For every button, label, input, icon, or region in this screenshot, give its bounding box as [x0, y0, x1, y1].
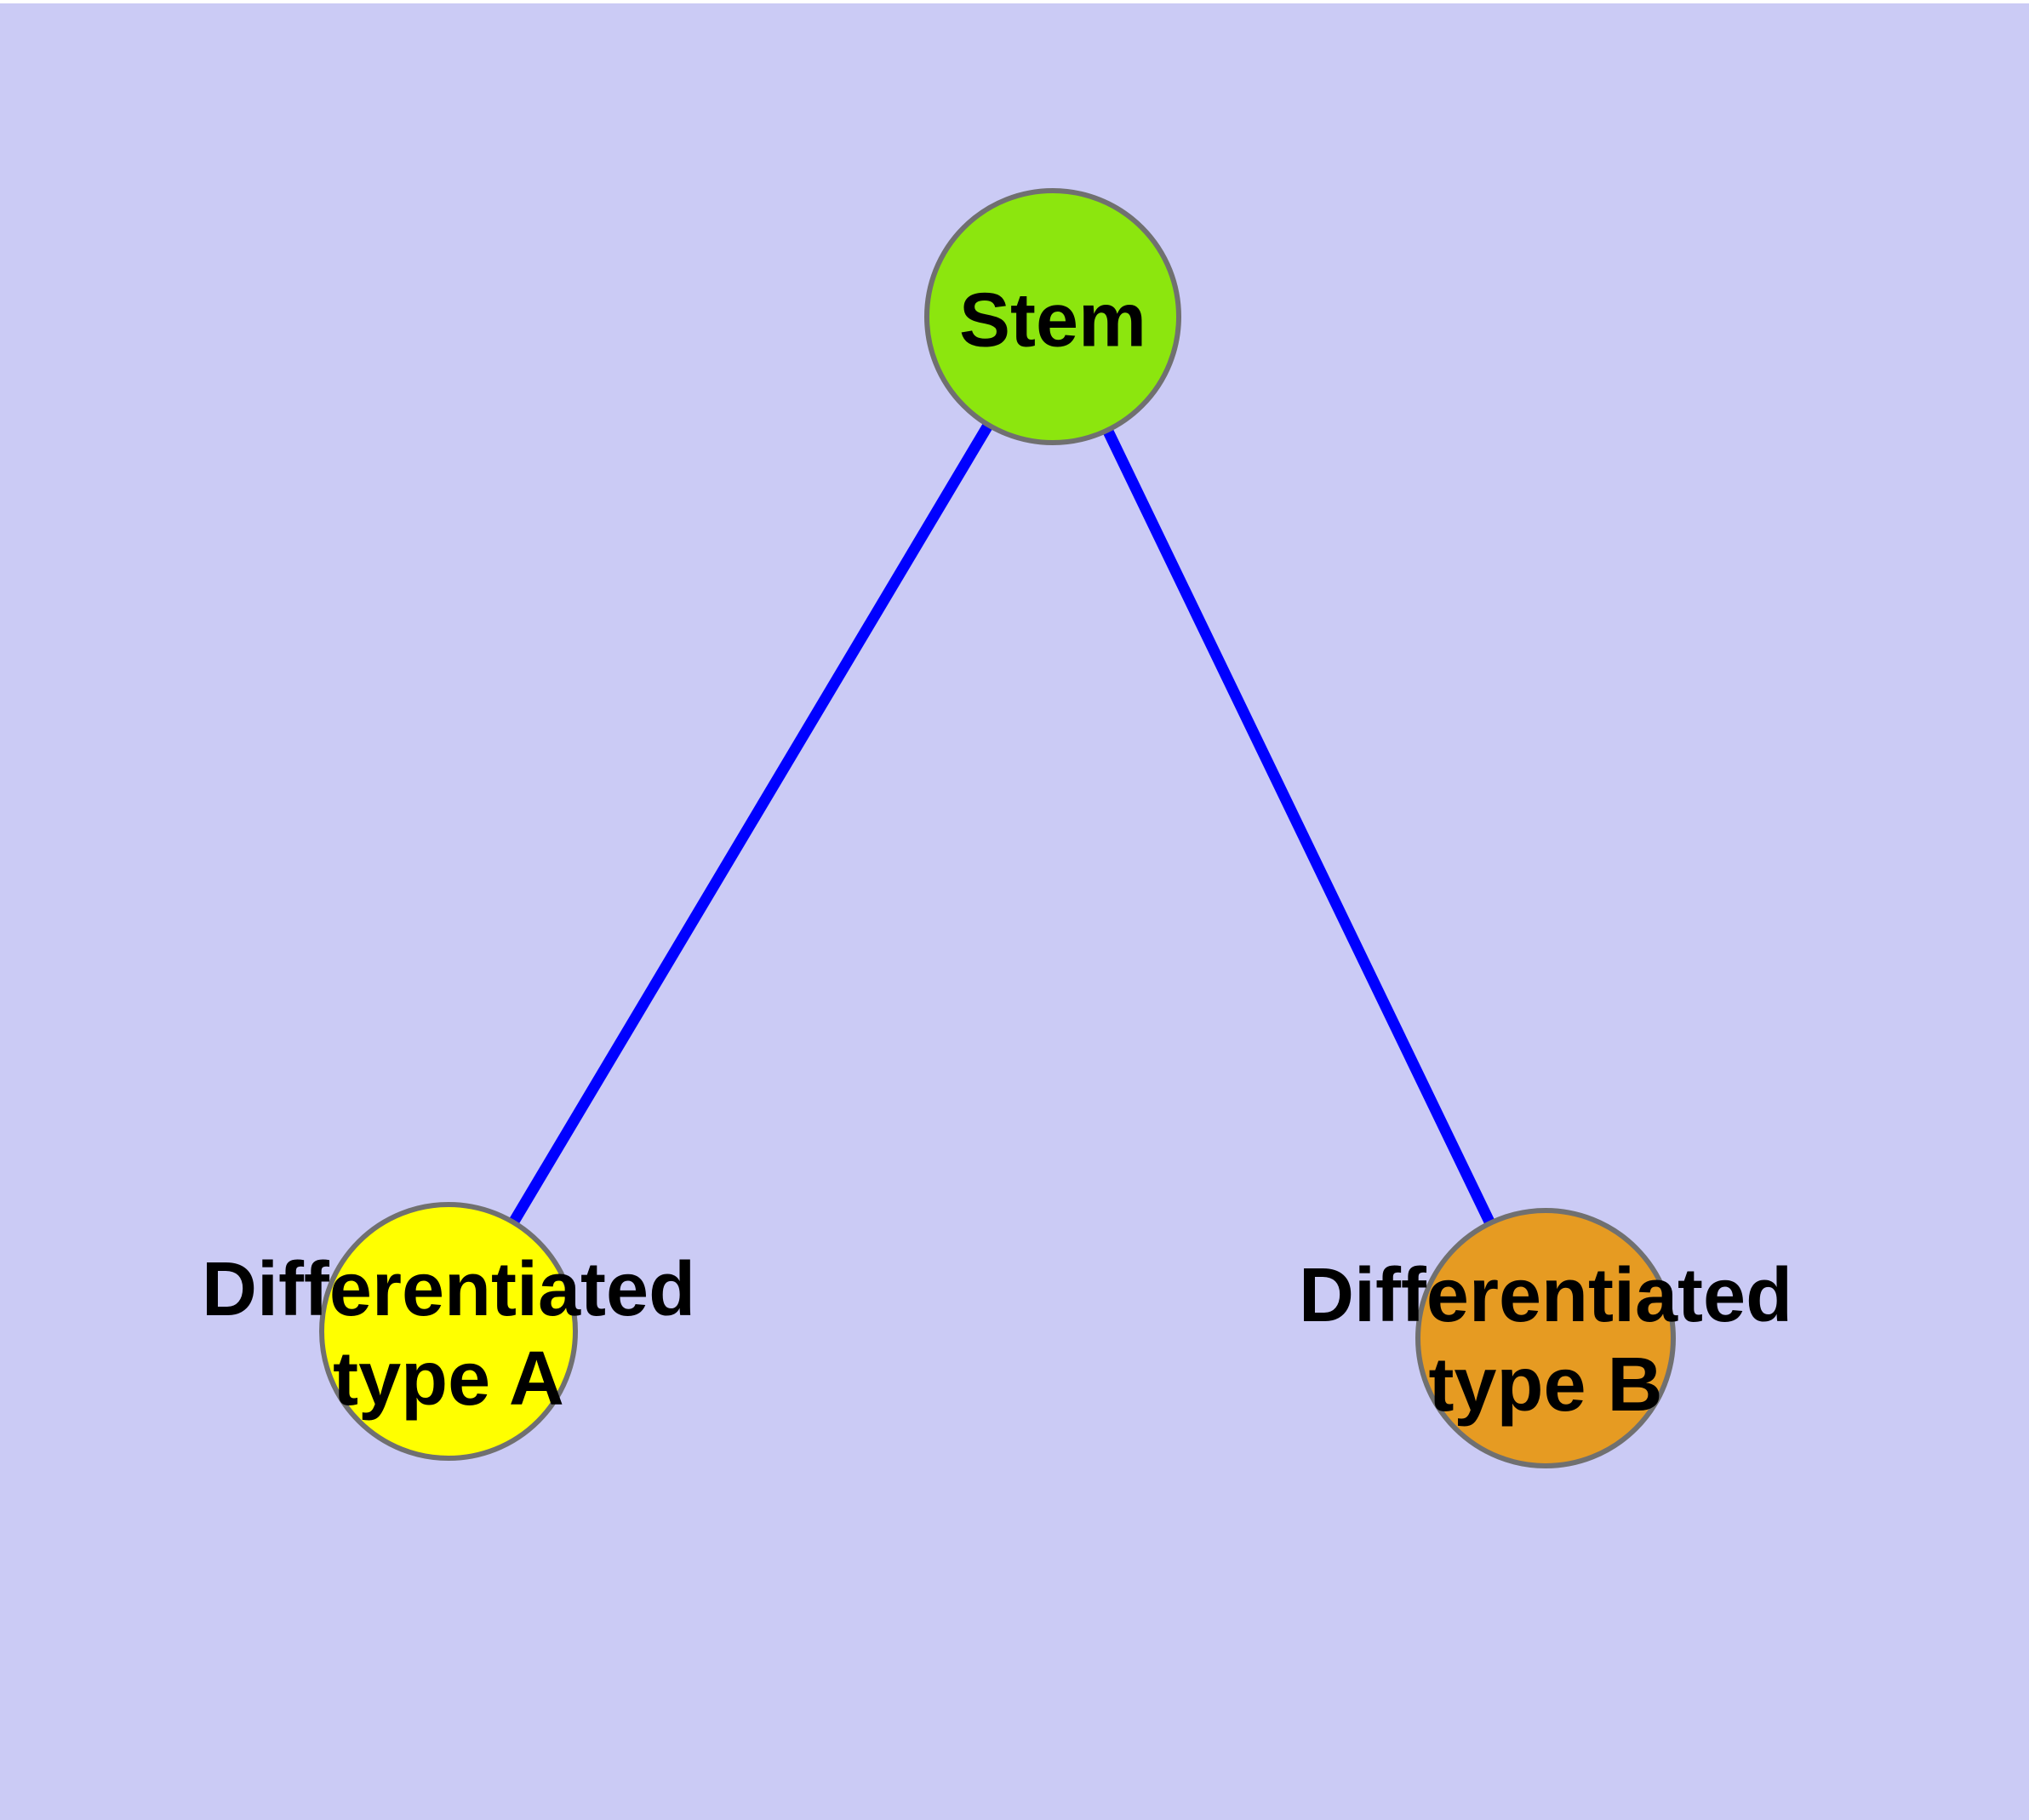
edge-stem-to-typeA: [443, 313, 1058, 1335]
node-typeB-label-line2: type B: [1428, 1342, 1663, 1428]
node-stem-label: Stem: [959, 277, 1146, 366]
top-margin-strip: [0, 0, 2029, 3]
node-differentiated-type-a-label: Differentiated type A: [202, 1245, 695, 1424]
node-typeA-label-line1: Differentiated: [201, 1247, 696, 1332]
node-stem-label-text: Stem: [958, 278, 1147, 363]
node-typeB-label-line1: Differentiated: [1298, 1253, 1793, 1338]
node-differentiated-type-b-label: Differentiated type B: [1299, 1251, 1792, 1430]
edge-stem-to-typeB: [1048, 314, 1551, 1341]
node-stem: [924, 188, 1181, 445]
node-typeA-label-line2: type A: [333, 1336, 564, 1422]
node-differentiated-type-b: [1415, 1208, 1676, 1468]
node-differentiated-type-a: [319, 1202, 578, 1461]
